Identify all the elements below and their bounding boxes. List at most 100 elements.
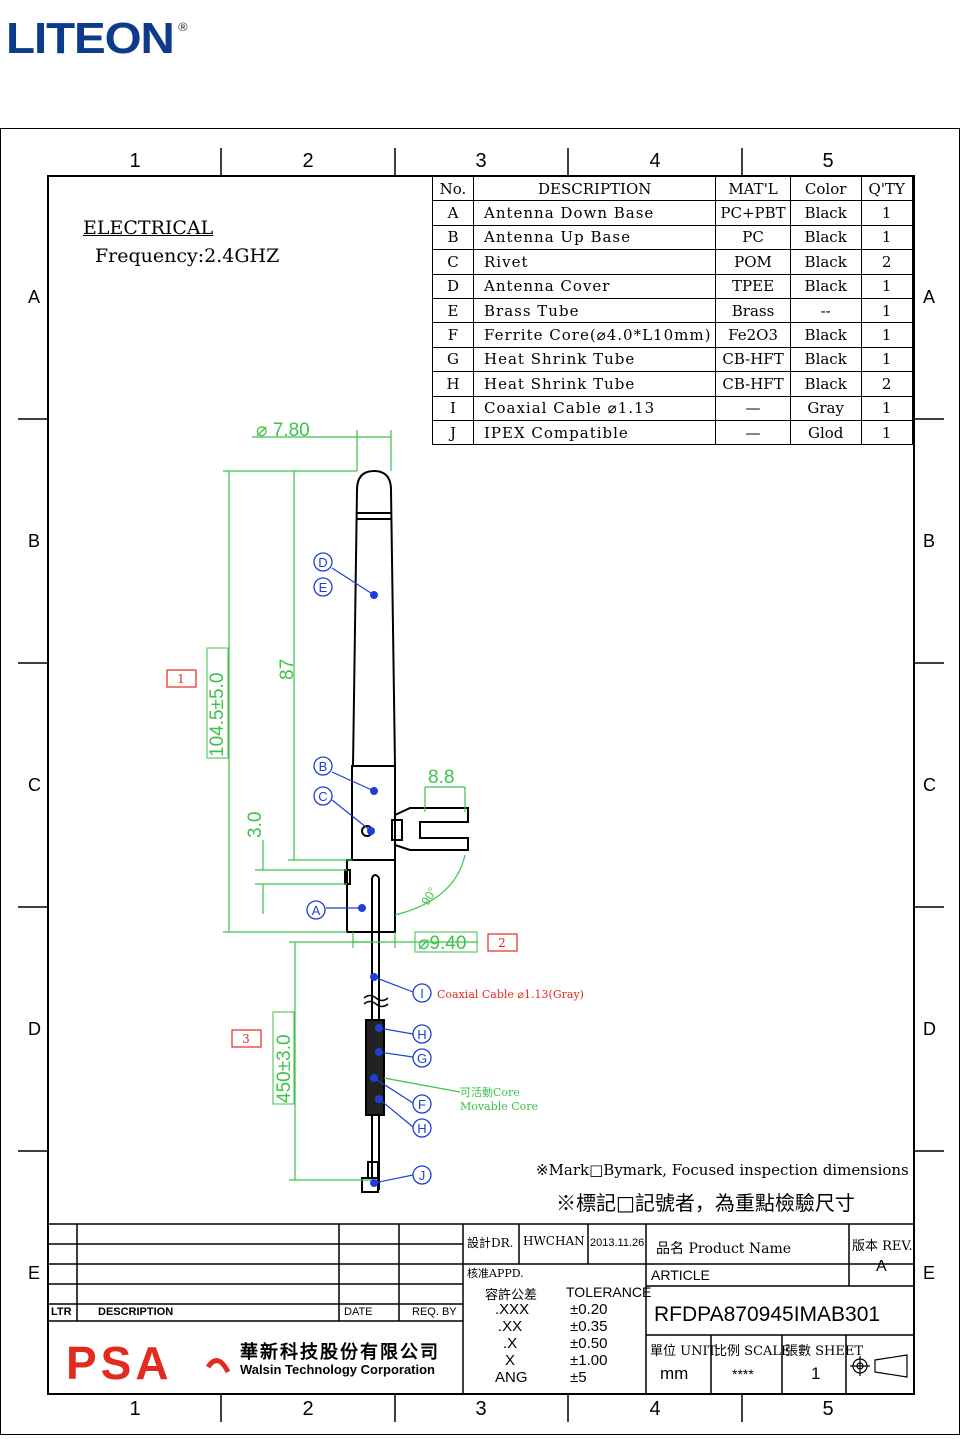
zone-right-e: E <box>923 1263 936 1283</box>
dim-len-cable: 450±3.0 <box>274 1034 295 1103</box>
bom-cell-color: Black <box>789 371 862 397</box>
tol-val: ±0.20 <box>570 1301 608 1318</box>
design-label: 設計DR. <box>467 1236 514 1250</box>
bom-cell-mat: Brass <box>715 297 791 324</box>
dim-len-cover: 87 <box>277 659 298 680</box>
zone-bottom-1: 1 <box>129 1398 141 1420</box>
company-name-cn: 華新科技股份有限公司 <box>240 1342 440 1363</box>
bom-cell-mat: TPEE <box>715 273 791 299</box>
bom-header-description: DESCRIPTION <box>472 175 717 202</box>
antenna-body <box>344 469 469 1193</box>
zone-right-d: D <box>923 1019 936 1039</box>
tol-key: .XX <box>497 1318 523 1335</box>
callout-a: A <box>312 903 321 918</box>
mark-3: 3 <box>242 1032 250 1046</box>
zone-top-3: 3 <box>475 150 487 172</box>
callout-h1: H <box>417 1027 426 1042</box>
tol-val: ±0.35 <box>570 1318 608 1335</box>
tol-key: .X <box>502 1335 518 1352</box>
bom-cell-desc: IPEX Compatible <box>472 419 717 446</box>
frequency-text: Frequency:2.4GHZ <box>95 245 280 267</box>
dimension-lines <box>223 430 478 1181</box>
bom-cell-qty: 1 <box>860 419 913 446</box>
tol-val: ±1.00 <box>570 1352 608 1369</box>
dim-len-total: 104.5±5.0 <box>207 673 228 757</box>
dim-angle: 90° <box>418 885 439 908</box>
tol-key: .XXX <box>495 1301 530 1318</box>
note-english: ※Mark□Bymark, Focused inspection dimensi… <box>536 1161 909 1179</box>
tol-val: ±5 <box>570 1369 587 1386</box>
bom-cell-color: -- <box>789 297 862 324</box>
dimension-texts: ⌀ 7.80 104.5±5.0 87 3.0 8.8 90° ⌀9.40 45… <box>207 420 466 1103</box>
zone-left-b: B <box>28 531 41 551</box>
electrical-spec: ELECTRICAL Frequency:2.4GHZ <box>83 214 279 270</box>
callout-e: E <box>319 580 328 595</box>
bom-cell-mat: POM <box>715 249 791 275</box>
bom-header-qty: Q'TY <box>860 175 913 202</box>
zone-left-e: E <box>28 1263 41 1283</box>
zone-bottom-2: 2 <box>302 1398 314 1420</box>
bom-header-color: Color <box>789 175 862 202</box>
bom-cell-no: F <box>432 322 474 348</box>
sheet-value: 1 <box>811 1364 821 1383</box>
drawing-sheet-border <box>0 128 960 1435</box>
mark-2: 2 <box>498 936 506 950</box>
cable-label: Coaxial Cable ⌀1.13(Gray) <box>437 988 584 1001</box>
mark-1: 1 <box>177 672 185 686</box>
zone-right-c: C <box>923 775 936 795</box>
tolerance-label-en: TOLERANCE <box>566 1284 652 1300</box>
core-label-en: Movable Core <box>460 1100 538 1113</box>
bom-cell-mat: CB-HFT <box>715 371 791 397</box>
callout-bubbles <box>306 552 432 1185</box>
bom-cell-mat: CB-HFT <box>715 346 791 373</box>
bom-cell-no: C <box>432 249 474 275</box>
req-by-header: REQ. BY <box>412 1306 457 1318</box>
description-header: DESCRIPTION <box>98 1306 174 1318</box>
callout-i: I <box>420 986 424 1001</box>
dim-width-base: 8.8 <box>428 767 454 788</box>
zone-bottom-5: 5 <box>822 1398 834 1420</box>
zone-bottom-3: 3 <box>475 1398 487 1420</box>
psa-swoosh <box>205 1358 231 1374</box>
core-leader <box>383 1077 461 1093</box>
bom-cell-desc: Antenna Cover <box>472 273 717 299</box>
dim-dia-base: ⌀9.40 <box>418 933 466 954</box>
tol-key: ANG <box>495 1369 528 1386</box>
zone-top-4: 4 <box>649 150 661 172</box>
callout-f: F <box>418 1097 426 1112</box>
zone-left-a: A <box>28 287 41 307</box>
callout-c: C <box>318 789 327 804</box>
bom-cell-desc: Ferrite Core(⌀4.0*L10mm) <box>472 322 717 348</box>
bom-cell-desc: Coaxial Cable ⌀1.13 <box>472 395 717 421</box>
zone-right-b: B <box>923 531 936 551</box>
bom-cell-color: Black <box>789 249 862 275</box>
ltr-header: LTR <box>51 1306 72 1318</box>
tolerance-keys: .XXX .XX .X X ANG <box>495 1301 530 1386</box>
bom-cell-desc: Brass Tube <box>472 297 717 324</box>
bom-cell-no: D <box>432 273 474 299</box>
zone-left-c: C <box>28 775 41 795</box>
part-number: RFDPA870945IMAB301 <box>654 1303 881 1326</box>
product-name-label: 品名 Product Name <box>656 1241 792 1257</box>
zone-left-d: D <box>28 1019 41 1039</box>
callout-dots <box>358 591 383 1187</box>
company-name-en: Walsin Technology Corporation <box>240 1362 435 1377</box>
bom-cell-color: Black <box>789 273 862 299</box>
zone-top-1: 1 <box>129 150 141 172</box>
zone-top-5: 5 <box>822 150 834 172</box>
bom-header-material: MAT'L <box>715 175 791 202</box>
bom-cell-no: G <box>432 346 474 373</box>
psa-logo: PSA <box>66 1337 173 1389</box>
bom-cell-qty: 2 <box>860 249 913 275</box>
design-date: 2013.11.26 <box>590 1237 645 1249</box>
callout-letters: D E B C A I H G F H J <box>312 555 427 1183</box>
unit-label: 單位 UNIT <box>650 1344 717 1359</box>
zone-top-2: 2 <box>302 150 314 172</box>
